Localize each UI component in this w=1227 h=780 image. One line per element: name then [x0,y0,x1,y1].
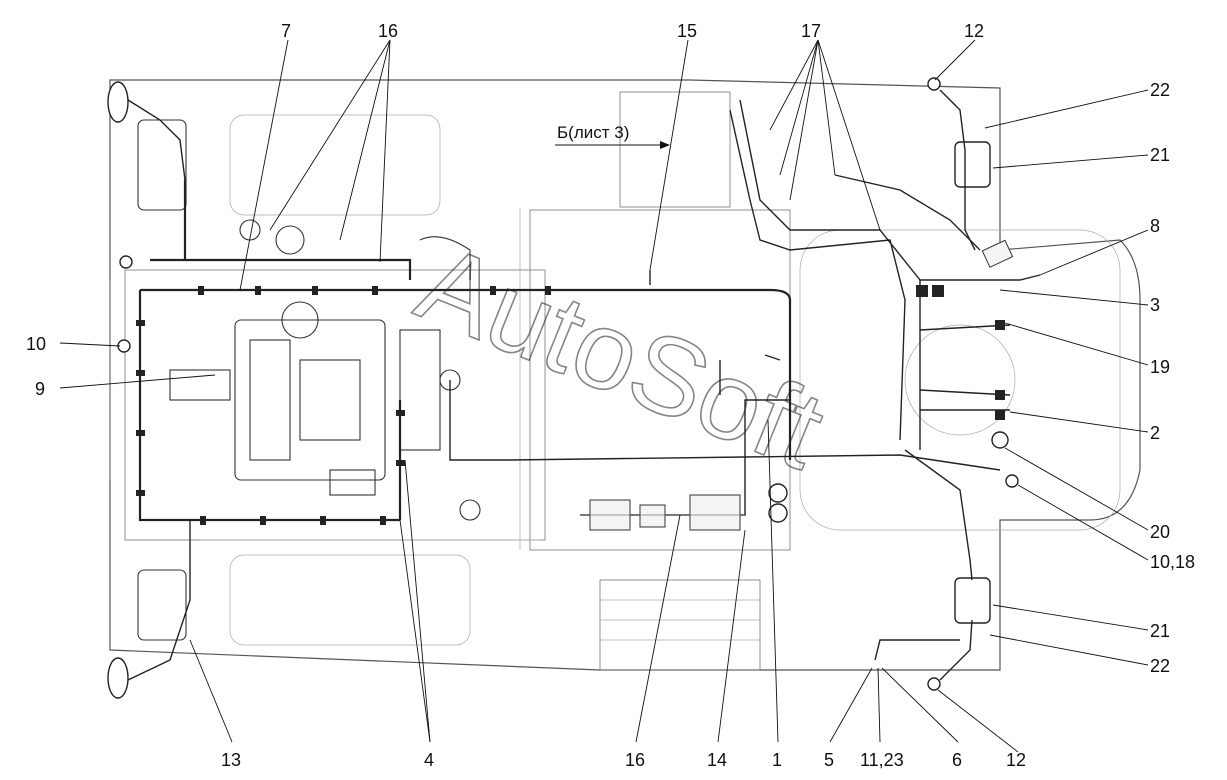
callout-4: 4 [424,750,434,770]
callout-12-bottom: 12 [1006,750,1026,770]
lamp-front-left-bottom-icon [107,657,129,699]
harness-clips [136,285,1005,525]
callout-21-bottom: 21 [1150,621,1170,641]
callout-8: 8 [1150,216,1160,236]
connector-box [981,239,1014,268]
headlamps [107,77,1019,699]
callout-12-top: 12 [964,21,984,41]
callout-13: 13 [221,750,241,770]
callout-22-top: 22 [1150,80,1170,100]
callout-16-top: 16 [378,21,398,41]
callout-14: 14 [707,750,727,770]
valve-block [580,494,745,531]
callout-6: 6 [952,750,962,770]
callout-19: 19 [1150,357,1170,377]
callout-15: 15 [677,21,697,41]
leader-lines [59,39,1149,753]
callout-3: 3 [1150,295,1160,315]
lamp-rear-right-top-icon [954,141,991,188]
callout-17: 17 [801,21,821,41]
callout-10-18: 10,18 [1150,552,1195,572]
lamp-front-left-top-icon [107,81,129,123]
callout-2: 2 [1150,423,1160,443]
callout-21-top: 21 [1150,145,1170,165]
callout-5: 5 [824,750,834,770]
callout-labels: 7 16 15 17 12 22 21 8 3 19 2 20 10,18 21… [26,21,1195,770]
callout-22-bottom: 22 [1150,656,1170,676]
callout-16-bottom: 16 [625,750,645,770]
lamp-rear-right-bottom-icon [954,577,991,624]
callout-10: 10 [26,334,46,354]
callout-11-23: 11,23 [860,750,904,770]
reference-arrow: Б(лист 3) [555,123,670,149]
callout-1: 1 [772,750,782,770]
engine-block [137,119,481,641]
watermark-text: AutoSoft [402,221,839,493]
reference-label: Б(лист 3) [557,123,629,142]
wiring-harness [127,89,1041,681]
callout-7: 7 [281,21,291,41]
callout-20: 20 [1150,522,1170,542]
callout-9: 9 [35,379,45,399]
